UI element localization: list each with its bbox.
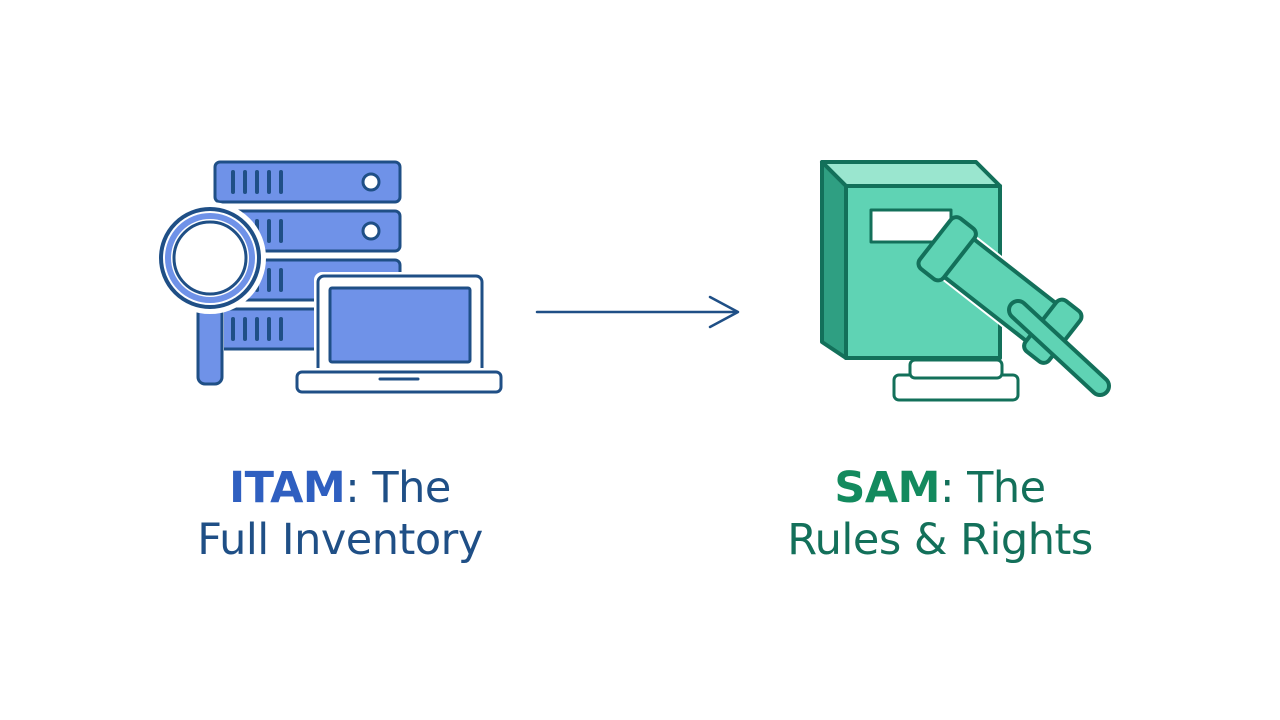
itam-label-strong: ITAM: [229, 463, 346, 513]
sam-caption: SAM: The Rules & Rights: [730, 462, 1150, 566]
itam-caption: ITAM: The Full Inventory: [130, 462, 550, 566]
sam-caption-line-1: SAM: The: [730, 462, 1150, 514]
itam-caption-line-1: ITAM: The: [130, 462, 550, 514]
laptop-icon: [292, 272, 506, 396]
itam-label-rest: : The: [345, 463, 451, 513]
magnifying-glass-icon: [154, 202, 266, 388]
sam-label-rest: : The: [939, 463, 1046, 513]
sam-caption-line-2: Rules & Rights: [787, 515, 1093, 565]
gavel-icon: [892, 215, 1111, 402]
arrow-right-icon: [535, 295, 740, 329]
sam-label-strong: SAM: [834, 463, 940, 513]
itam-caption-line-2: Full Inventory: [197, 515, 483, 565]
